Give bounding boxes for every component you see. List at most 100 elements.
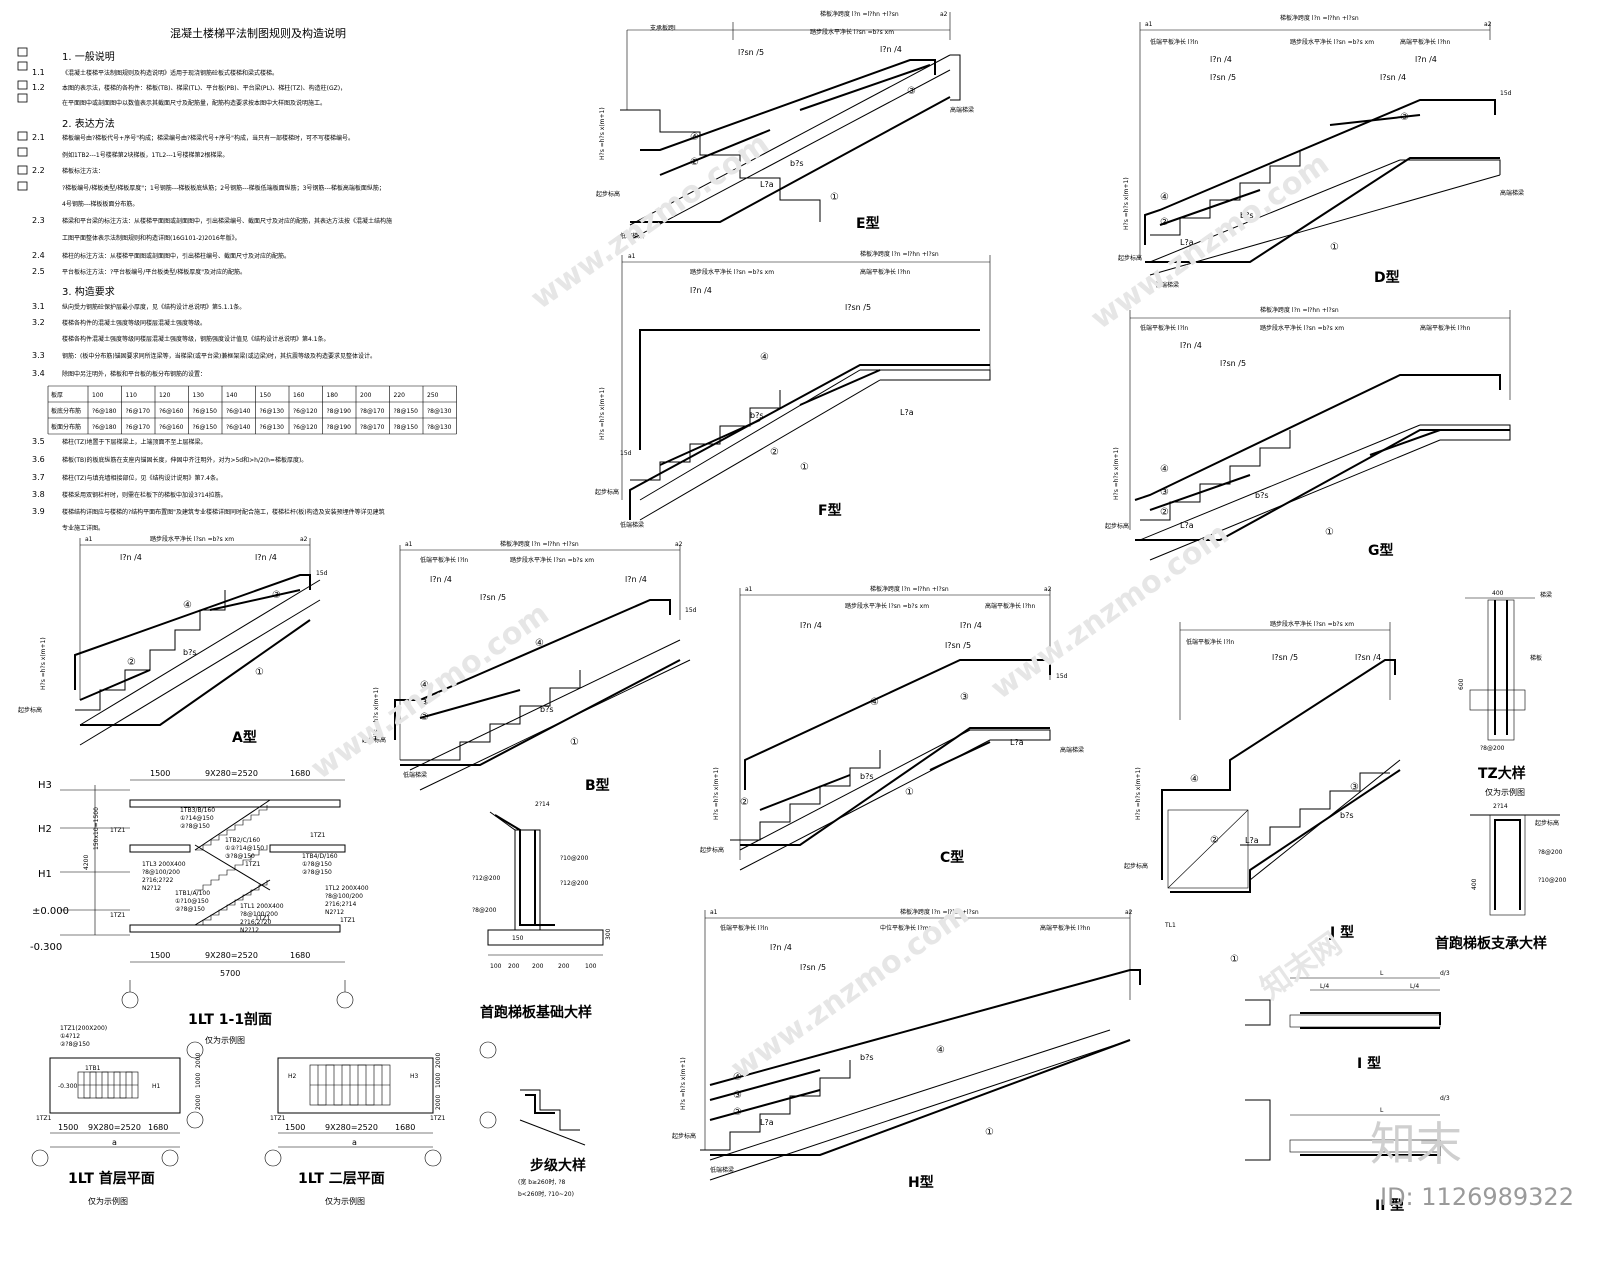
stair-type-c: a1 a2 梯板净跨度 l?n =l?hn +l?sn 踏步段水平净长 l?sn… xyxy=(700,585,1084,871)
table-cell: 100 xyxy=(92,392,104,399)
g-high-platform: 高端平板净长 l?hn xyxy=(1420,324,1471,332)
p2-dim-1: 1500 xyxy=(285,1123,305,1132)
table-cell: ?6@170 xyxy=(126,408,151,415)
checkbox-3[interactable] xyxy=(17,80,28,90)
e-la: L?a xyxy=(760,180,774,189)
e-rebar-3: ③ xyxy=(907,86,916,97)
d-hs: H?s =h?s x(m+1) xyxy=(1123,177,1130,230)
d-low-beam: 低端梯梁 xyxy=(1155,281,1179,289)
note-num: 3.2 xyxy=(32,318,45,327)
checkbox-8[interactable] xyxy=(17,181,28,191)
found-tag-7: 300 xyxy=(605,928,612,940)
note-num: 3.4 xyxy=(32,369,45,378)
g-start: 起步标高 xyxy=(1105,522,1129,530)
a-hs: H?s =h?s x(m+1) xyxy=(40,637,47,690)
stair-type-e: 梯板净跨度 l?n =l?hn +l?sn 踏步段水平净长 l?sn =b?s … xyxy=(596,10,974,241)
checkbox-1[interactable] xyxy=(17,47,28,57)
note-num: 2.5 xyxy=(32,267,45,276)
logo-mark: 知末 xyxy=(1370,1117,1462,1171)
b-a2: a2 xyxy=(675,541,683,548)
d-ln4-right: l?n /4 xyxy=(1415,55,1437,64)
note-num: 2.1 xyxy=(32,133,45,142)
table-cell: ?6@180 xyxy=(92,408,117,415)
b-start: 起步标高 xyxy=(362,736,386,744)
e-high-beam: 高端梯梁 xyxy=(950,106,974,114)
f-ln-a: 踏步段水平净长 l?sn =b?s xm xyxy=(690,268,774,276)
section-tag: 2?16;2?14 xyxy=(325,901,356,908)
f-la: L?a xyxy=(900,408,914,417)
b-hs: H?s =h?s x(m+1) xyxy=(373,687,380,740)
section-tag: 1TZ1 xyxy=(340,917,356,924)
e-left-label: 支承板跨l xyxy=(650,24,676,32)
checkbox-6[interactable] xyxy=(17,147,28,157)
tz-detail: 400 600 ?8@200 梯梁 梯板 TZ大样 仅为示例图 xyxy=(1458,590,1552,797)
b-bs: b?s xyxy=(540,705,554,714)
found-title: 首跑梯板基础大样 xyxy=(480,1004,592,1021)
sec-bot-dim-2: 9X280=2520 xyxy=(205,951,258,960)
table-cell: 110 xyxy=(126,392,138,399)
table-cell: ?8@130 xyxy=(427,408,452,415)
p1-tag-bar2: ②?8@150 xyxy=(60,1041,90,1048)
found-tag-4: ?8@200 xyxy=(472,907,497,914)
sec-total: 5700 xyxy=(220,969,240,978)
p1-dim-1: 1500 xyxy=(58,1123,78,1132)
h-start: 起步标高 xyxy=(672,1132,696,1140)
section-1-1: 1500 9X280=2520 1680 1500 9X280=2520 168… xyxy=(30,769,369,1045)
c-start: 起步标高 xyxy=(700,846,724,854)
tz-sub: 仅为示例图 xyxy=(1485,787,1525,797)
sec-level-h3: H3 xyxy=(38,780,52,791)
section-tag: 1TB4/D/160 xyxy=(302,853,338,860)
f-start: 起步标高 xyxy=(595,488,619,496)
section-3-heading: 3. 构造要求 xyxy=(62,285,115,298)
note-num: 3.8 xyxy=(32,490,45,499)
note-text: 楼梯结构详图应与楼梯的?结构平面布置图"及建筑专业楼梯详图同时配合施工，楼梯栏杆… xyxy=(62,508,385,516)
d-ln4-left: l?n /4 xyxy=(1210,55,1232,64)
section-tag: ①?10@150 xyxy=(175,898,209,905)
i-type-label: I 型 xyxy=(1357,1055,1381,1072)
checkbox-7[interactable] xyxy=(17,165,28,175)
h-ln4: l?n /4 xyxy=(770,943,792,952)
j-tl1: TL1 xyxy=(1164,922,1176,929)
p1-side-2: 1000 xyxy=(195,1073,202,1088)
ii-l: L xyxy=(1380,1107,1384,1114)
d-lsn4: l?sn /4 xyxy=(1380,73,1406,82)
j-rebar-1: ① xyxy=(1230,954,1239,965)
section-tag: 1TZ1 xyxy=(110,912,126,919)
checkbox-5[interactable] xyxy=(17,131,28,141)
note-text: ?梯板编号/梯板类型/梯板厚度"；1号钢筋---梯板板底纵筋；2号钢筋---梯板… xyxy=(62,184,385,192)
section-tag: ②?8@150 xyxy=(180,823,210,830)
table-cell: 130 xyxy=(193,392,205,399)
c-type-label: C型 xyxy=(940,849,964,866)
b-ln4-right: l?n /4 xyxy=(625,575,647,584)
p2-dim-3: 1680 xyxy=(395,1123,415,1132)
notes-title: 混凝土楼梯平法制图规则及构造说明 xyxy=(170,26,346,40)
f-a1: a1 xyxy=(628,253,636,260)
watermark-site-1: www.znzmo.com xyxy=(525,126,776,316)
section-tag: ②?8@150 xyxy=(175,906,205,913)
found-tag-3: ?12@200 xyxy=(472,875,500,882)
table-cell: ?6@130 xyxy=(260,408,285,415)
c-a2: a2 xyxy=(1044,586,1052,593)
f-high-platform: 高端平板净长 l?hn xyxy=(860,268,911,276)
sec-level-0: ±0.000 xyxy=(32,906,69,917)
checkbox-4[interactable] xyxy=(17,93,28,103)
c-rebar-3: ③ xyxy=(960,692,969,703)
section-2-heading: 2. 表达方法 xyxy=(62,117,115,130)
d-lsn5: l?sn /5 xyxy=(1210,73,1236,82)
h-a1: a1 xyxy=(710,909,718,916)
checkbox-2[interactable] xyxy=(17,61,28,71)
section-tag: 1TZ1 xyxy=(310,832,326,839)
section-1-heading: 1. 一般说明 xyxy=(62,50,115,63)
g-rebar-2: ② xyxy=(1160,507,1169,518)
p2-axis: a xyxy=(352,1138,357,1147)
c-high-platform: 高端平板净长 l?hn xyxy=(985,602,1036,610)
c-a1: a1 xyxy=(745,586,753,593)
g-bs: b?s xyxy=(1255,491,1269,500)
b-rebar-2: ② xyxy=(420,712,429,723)
table-cell: ?6@160 xyxy=(159,424,184,431)
d-a1: a1 xyxy=(1145,21,1153,28)
sec-level-h1: H1 xyxy=(38,869,52,880)
p2-tag-2: 1TZ1 xyxy=(430,1115,446,1122)
a-rebar-3: ③ xyxy=(272,590,281,601)
e-rebar-4: ④ xyxy=(690,132,699,143)
